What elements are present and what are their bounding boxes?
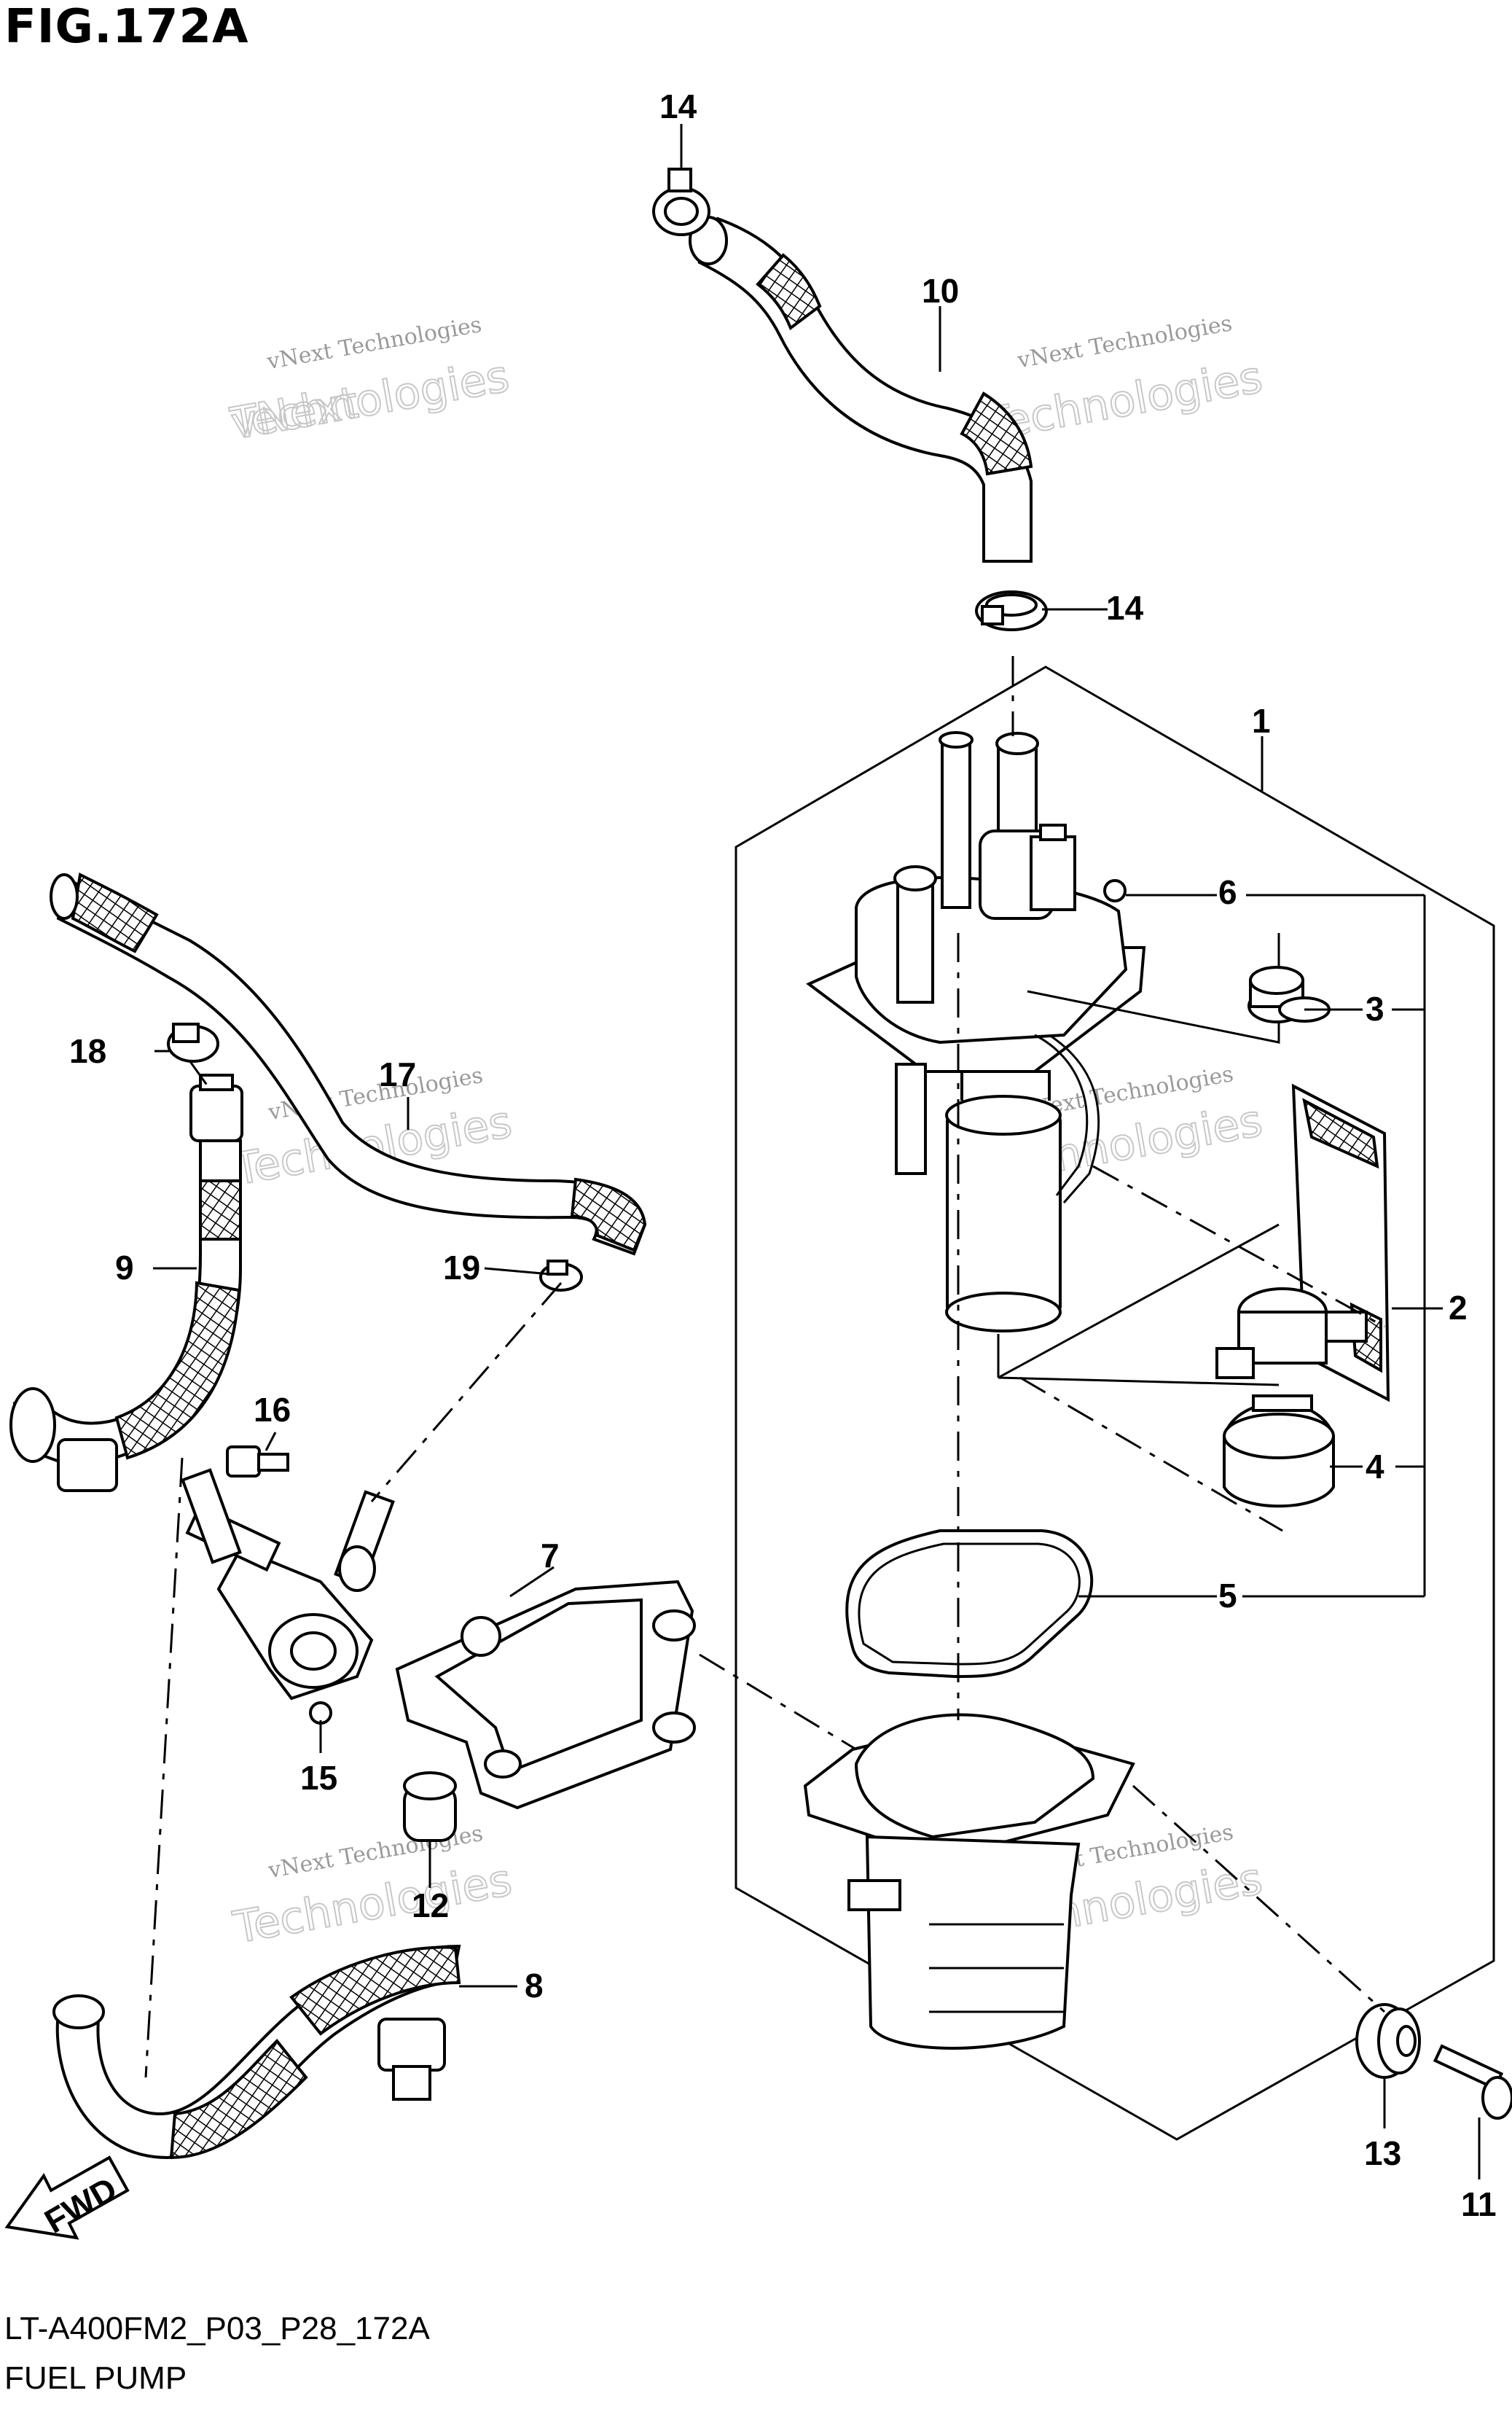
filter-2 <box>1215 1083 1390 1402</box>
grommet-13 <box>1355 2003 1421 2079</box>
centerline-i <box>144 1457 184 2078</box>
assembly-frame-1 <box>735 666 1495 2141</box>
clamp-18 <box>167 1023 219 1063</box>
leader-lines <box>153 124 1481 2179</box>
callout-3: 3 <box>1366 990 1384 1028</box>
grommet-12 <box>403 1771 457 1842</box>
gasket-5 <box>845 1529 1094 1679</box>
callout-2: 2 <box>1449 1289 1468 1327</box>
bolt-16 <box>226 1445 289 1478</box>
callout-14-top: 14 <box>659 87 697 125</box>
callout-9: 9 <box>115 1249 134 1287</box>
callout-15: 15 <box>300 1759 337 1797</box>
callout-17: 17 <box>379 1055 416 1093</box>
figure-title: FIG.172A <box>4 0 249 54</box>
pump-motor <box>895 1034 1100 1332</box>
pump-housing <box>803 1713 1135 2050</box>
diagram-code: LT-A400FM2_P03_P28_172A <box>4 2311 430 2346</box>
callout-1: 1 <box>1252 702 1271 740</box>
callout-4: 4 <box>1366 1448 1384 1486</box>
callout-11: 11 <box>1461 2185 1497 2223</box>
fuel-cock-15 <box>181 1468 395 1725</box>
centerline-f <box>1132 1784 1386 2013</box>
callout-18: 18 <box>69 1032 106 1070</box>
watermark-block-5: Technologies vNext Technologies <box>229 1821 517 1954</box>
bolt-11 <box>1433 2044 1512 2120</box>
bracket-7 <box>395 1580 696 1810</box>
hose-9 <box>9 1074 243 1492</box>
diagram-name: FUEL PUMP <box>4 2360 187 2396</box>
pump-top-cover <box>806 731 1146 1073</box>
callout-12: 12 <box>412 1886 449 1924</box>
fwd-direction-arrow: FWD <box>4 2155 130 2241</box>
centerline-h <box>188 1060 209 1087</box>
centerline-d <box>1019 1376 1283 1532</box>
clamp-19 <box>539 1260 583 1292</box>
hose-8 <box>52 1944 461 2160</box>
callout-6: 6 <box>1218 873 1237 911</box>
clamp-14-top <box>652 168 710 236</box>
callout-13: 13 <box>1364 2134 1401 2172</box>
hose-17 <box>50 873 647 1256</box>
callout-19: 19 <box>443 1249 480 1287</box>
callout-10: 10 <box>922 272 959 310</box>
callout-8: 8 <box>525 1967 544 2005</box>
centerline-c <box>1092 1165 1385 1328</box>
hose-10 <box>689 216 1033 563</box>
callout-5: 5 <box>1218 1577 1237 1615</box>
subframe-2 <box>997 1223 1280 1386</box>
callout-16: 16 <box>254 1391 291 1429</box>
callout-7: 7 <box>541 1537 560 1574</box>
damper-3 <box>1247 966 1331 1023</box>
holder-4 <box>1223 1394 1335 1508</box>
centerline-g <box>370 1282 563 1502</box>
centerline-e <box>699 1653 857 1751</box>
clamp-14-lower <box>975 590 1048 631</box>
callout-14-lower: 14 <box>1106 589 1144 627</box>
